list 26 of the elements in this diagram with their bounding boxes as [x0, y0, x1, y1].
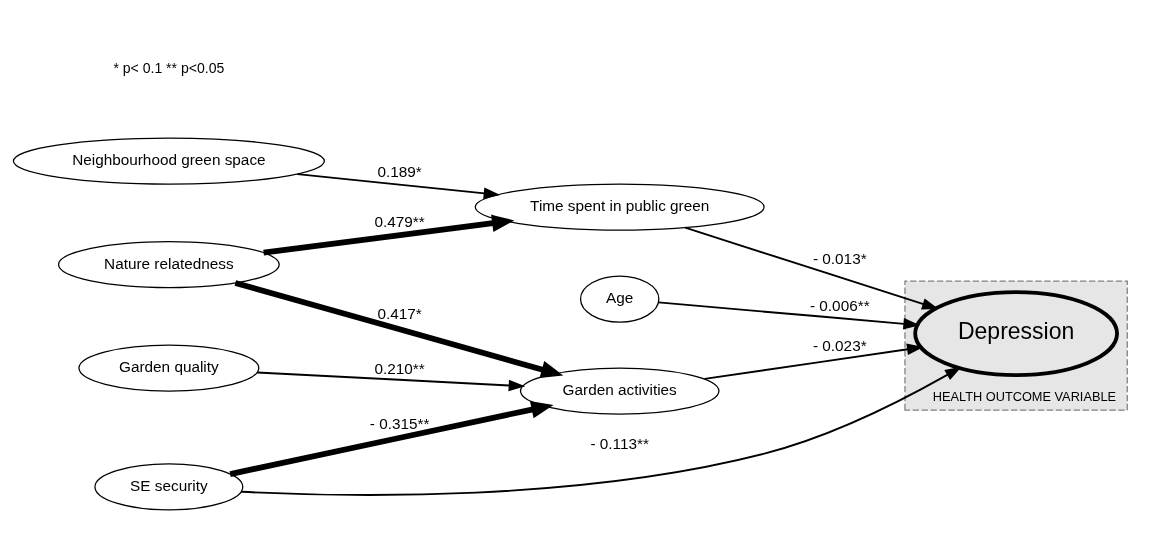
edge-label: - 0.013* [812, 249, 867, 267]
arrow [256, 371, 526, 391]
arrow [263, 214, 515, 255]
node-ellipse: SE security [94, 462, 244, 511]
arrow [657, 300, 920, 330]
node-ellipse: Depression [913, 289, 1119, 377]
arrow [234, 279, 564, 378]
node-ellipse: Neighbourhood green space [12, 136, 325, 185]
arrow [684, 226, 939, 310]
edge-label: 0.417* [377, 304, 422, 322]
edge-label: - 0.113** [590, 434, 649, 452]
edge-label: - 0.023* [812, 336, 867, 354]
arrow [296, 172, 501, 199]
label: * p< 0.1 ** p<0.05 [113, 59, 225, 76]
edge-label: 0.189* [377, 162, 422, 180]
node-ellipse: Garden quality [78, 343, 260, 392]
edge-label: 0.479** [374, 212, 425, 230]
edge-label: - 0.315** [369, 414, 430, 432]
edge-label: - 0.006** [809, 296, 870, 314]
arrow [703, 343, 924, 380]
node-ellipse: Nature relatedness [57, 240, 280, 288]
arrow [229, 400, 554, 477]
node-ellipse: Age [579, 274, 660, 323]
node-ellipse: Garden activities [519, 366, 720, 415]
edge-label: 0.210** [374, 359, 425, 377]
arrow [240, 366, 962, 496]
